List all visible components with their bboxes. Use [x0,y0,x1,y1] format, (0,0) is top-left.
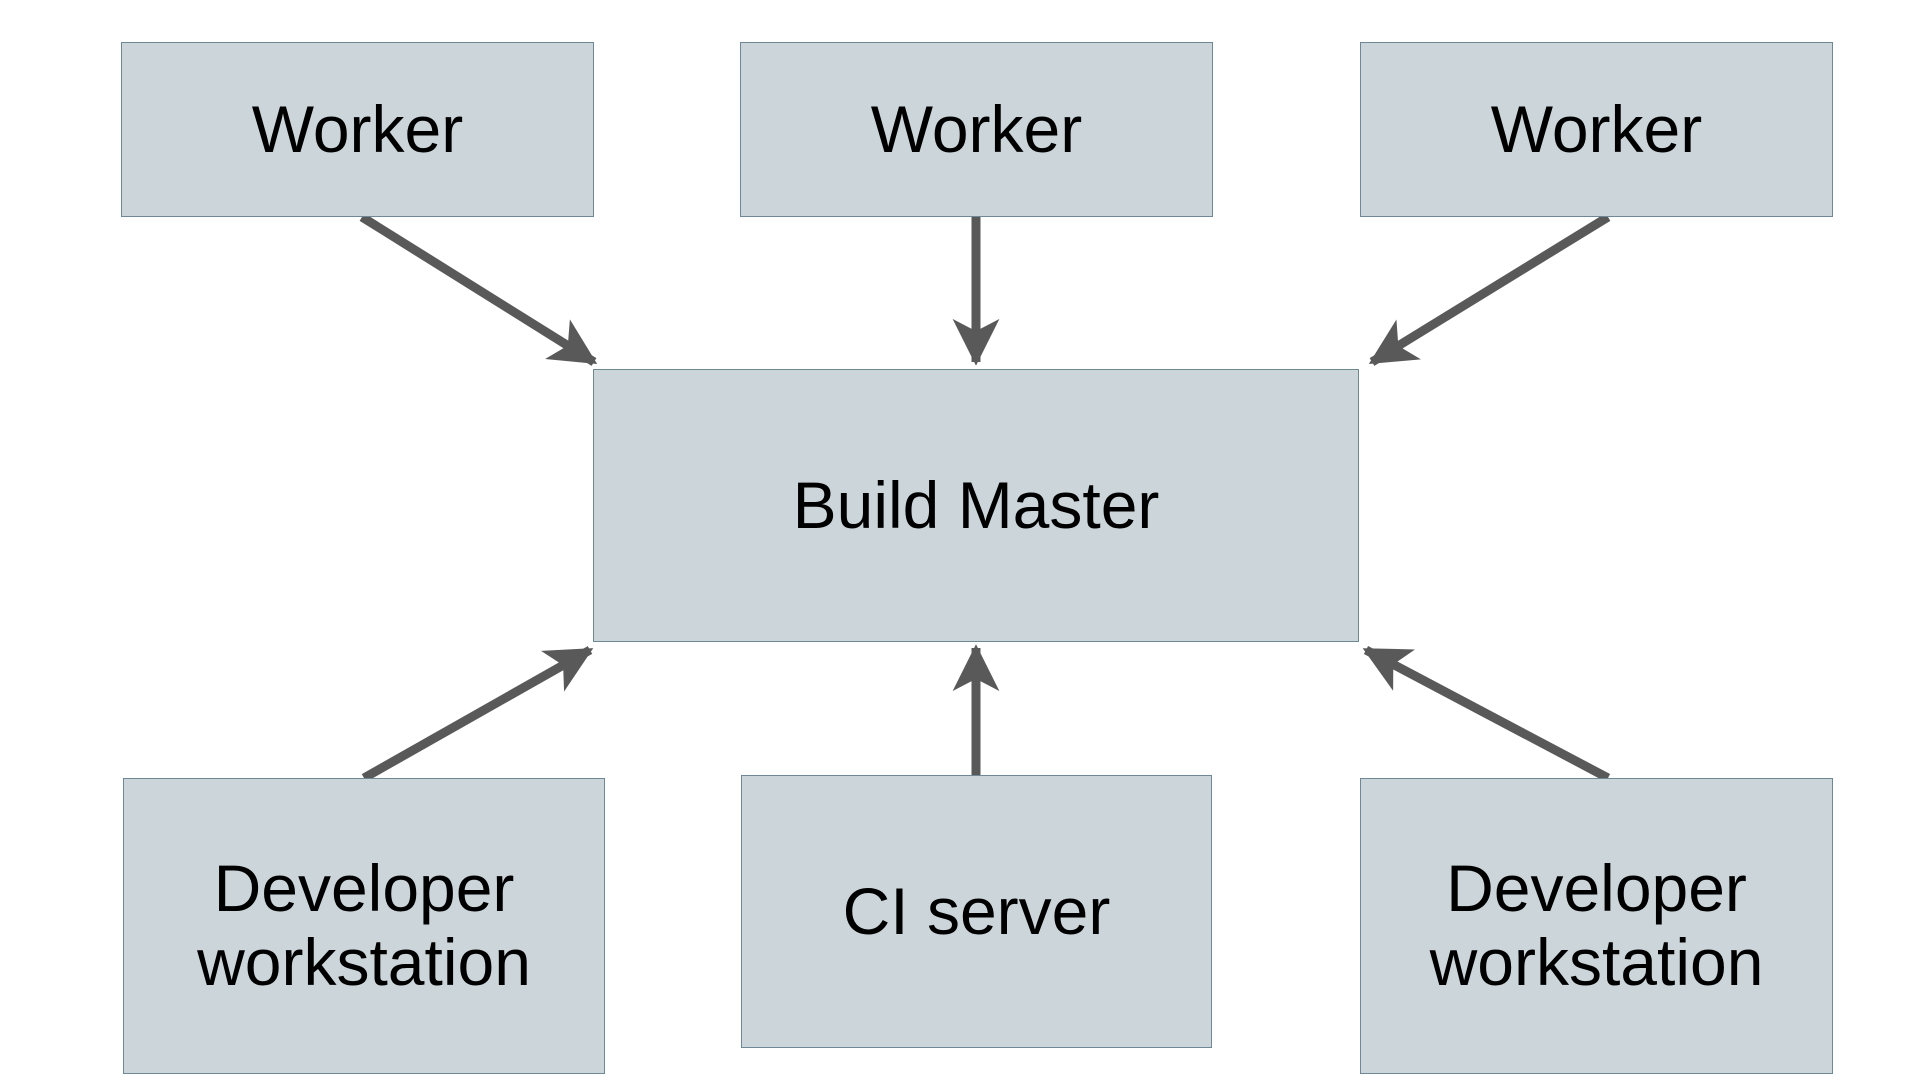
edge-devright-to-master [1362,646,1611,782]
node-developer-workstation-right[interactable]: Developer workstation [1360,778,1833,1074]
node-developer-workstation-left-label: Developer workstation [197,851,531,999]
node-worker-1-label: Worker [251,91,464,166]
node-worker-3[interactable]: Worker [1360,42,1833,217]
edge-worker3-to-master [1368,213,1611,366]
node-developer-workstation-right-label: Developer workstation [1429,851,1764,999]
node-ci-server[interactable]: CI server [741,775,1212,1048]
node-build-master-label: Build Master [792,467,1160,542]
node-developer-workstation-left[interactable]: Developer workstation [123,778,605,1074]
node-worker-3-label: Worker [1490,91,1703,166]
edge-worker1-to-master [359,213,598,366]
node-build-master[interactable]: Build Master [593,369,1359,642]
edge-devleft-to-master [361,646,594,782]
node-worker-1[interactable]: Worker [121,42,594,217]
node-ci-server-label: CI server [842,873,1111,948]
node-worker-2-label: Worker [870,91,1083,166]
node-worker-2[interactable]: Worker [740,42,1213,217]
